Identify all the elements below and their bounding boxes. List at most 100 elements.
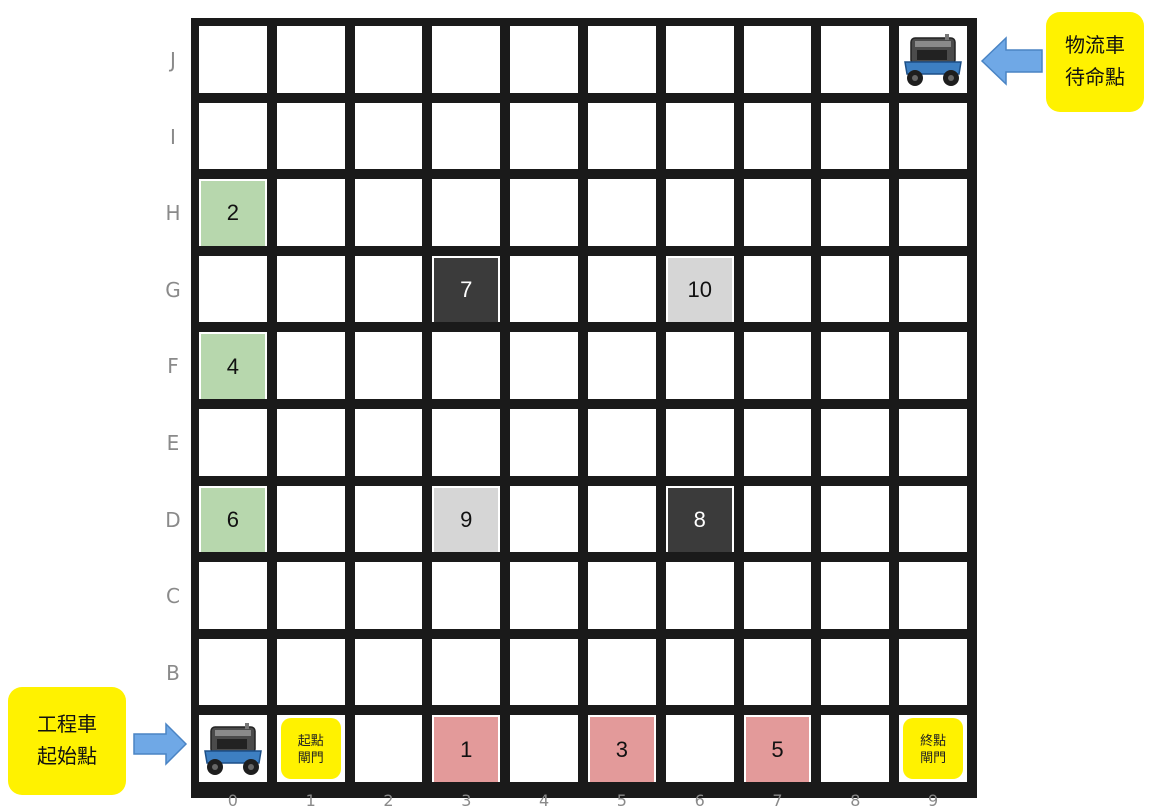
grid-cell xyxy=(899,332,967,399)
row-label: C xyxy=(160,584,186,608)
grid-cell xyxy=(588,409,656,476)
numbered-tile: 10 xyxy=(668,258,732,323)
grid-cell xyxy=(199,562,267,629)
grid-cell xyxy=(744,332,812,399)
grid-cell xyxy=(821,103,889,170)
row-label: D xyxy=(160,508,186,532)
grid-cell xyxy=(510,103,578,170)
grid-cell xyxy=(355,103,423,170)
grid-cell: 4 xyxy=(199,332,267,399)
grid-cell xyxy=(432,103,500,170)
grid-cell: 5 xyxy=(744,715,812,782)
grid-cell xyxy=(277,26,345,93)
column-label: 1 xyxy=(296,791,326,810)
numbered-tile: 8 xyxy=(668,488,732,553)
numbered-tile: 6 xyxy=(201,488,265,553)
grid-cell xyxy=(355,639,423,706)
grid-cell xyxy=(432,639,500,706)
grid-cell xyxy=(510,562,578,629)
grid-cell xyxy=(355,26,423,93)
grid-cell xyxy=(432,332,500,399)
grid-cell xyxy=(821,562,889,629)
column-label: 3 xyxy=(451,791,481,810)
grid-cell xyxy=(355,179,423,246)
grid-cell: 起點閘門 xyxy=(277,715,345,782)
numbered-tile: 7 xyxy=(434,258,498,323)
grid-cell xyxy=(588,486,656,553)
grid-cell xyxy=(899,486,967,553)
numbered-tile: 2 xyxy=(201,181,265,246)
grid-cell xyxy=(588,639,656,706)
grid-cell xyxy=(821,409,889,476)
column-label: 5 xyxy=(607,791,637,810)
grid-cell xyxy=(744,256,812,323)
grid-cell xyxy=(666,179,734,246)
grid-cell xyxy=(277,332,345,399)
grid-cell xyxy=(432,26,500,93)
engineering-callout-line1: 工程車 xyxy=(37,709,97,741)
grid-cell: 9 xyxy=(432,486,500,553)
grid-cell xyxy=(666,409,734,476)
logistics-standby-callout: 物流車 待命點 xyxy=(1046,12,1144,112)
grid-cell xyxy=(744,26,812,93)
grid-cell xyxy=(899,26,967,93)
row-label: J xyxy=(160,48,186,72)
grid-cell xyxy=(199,103,267,170)
grid-cell xyxy=(899,409,967,476)
grid-cell xyxy=(744,409,812,476)
left-arrow-icon xyxy=(980,36,1044,86)
numbered-tile: 4 xyxy=(201,334,265,399)
grid-cell xyxy=(821,256,889,323)
grid-cell xyxy=(666,562,734,629)
grid-cell xyxy=(199,256,267,323)
row-label: B xyxy=(160,661,186,685)
row-label: E xyxy=(160,431,186,455)
grid-cell xyxy=(899,562,967,629)
grid-cell xyxy=(510,715,578,782)
grid-cell xyxy=(277,256,345,323)
grid-cell xyxy=(899,256,967,323)
grid-cell xyxy=(432,562,500,629)
grid-cell xyxy=(588,103,656,170)
grid-cell xyxy=(666,715,734,782)
grid-cell xyxy=(355,256,423,323)
grid-cell xyxy=(510,486,578,553)
grid-cell xyxy=(744,179,812,246)
numbered-tile: 5 xyxy=(746,717,810,782)
logistics-callout-line2: 待命點 xyxy=(1065,62,1125,94)
grid-cell xyxy=(199,715,267,782)
column-label: 4 xyxy=(529,791,559,810)
gate-marker: 終點閘門 xyxy=(903,718,963,779)
grid-cell xyxy=(744,103,812,170)
grid-cell xyxy=(744,639,812,706)
grid-cell xyxy=(355,486,423,553)
grid-cell xyxy=(277,562,345,629)
grid-cell xyxy=(821,715,889,782)
grid-cell xyxy=(899,639,967,706)
grid-cell xyxy=(277,103,345,170)
grid-cell xyxy=(355,562,423,629)
logistics-callout-line1: 物流車 xyxy=(1065,30,1125,62)
row-label: G xyxy=(160,278,186,302)
grid-cell xyxy=(277,639,345,706)
grid-cell xyxy=(199,639,267,706)
column-label: 8 xyxy=(840,791,870,810)
grid-cell xyxy=(510,256,578,323)
grid-cell xyxy=(666,332,734,399)
grid-cell xyxy=(199,409,267,476)
grid-cell xyxy=(432,179,500,246)
grid-cell: 終點閘門 xyxy=(899,715,967,782)
grid-cell xyxy=(744,486,812,553)
grid-cell xyxy=(821,639,889,706)
right-arrow-icon xyxy=(132,722,188,766)
column-label: 9 xyxy=(918,791,948,810)
grid-cell xyxy=(510,639,578,706)
robot-car-icon xyxy=(901,32,965,93)
grid-cell xyxy=(199,26,267,93)
grid-cell xyxy=(666,26,734,93)
grid-cell xyxy=(277,486,345,553)
numbered-tile: 9 xyxy=(434,488,498,553)
grid-cell xyxy=(432,409,500,476)
grid-cell xyxy=(277,409,345,476)
